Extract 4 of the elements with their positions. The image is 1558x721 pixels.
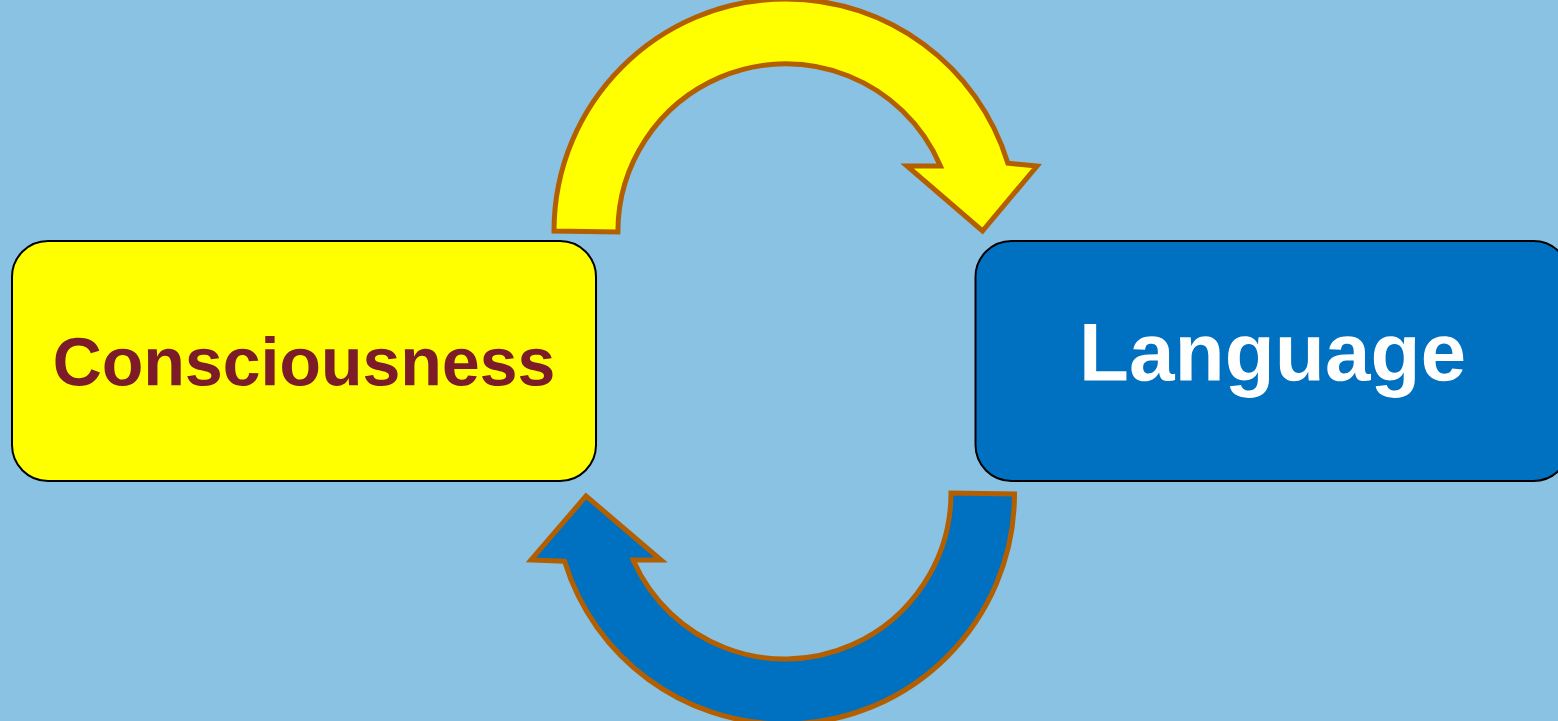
rounded-box: Language xyxy=(974,240,1558,482)
curved-arrow xyxy=(528,490,1017,721)
curved-arrow xyxy=(551,0,1040,235)
rounded-box: Consciousness xyxy=(11,240,597,482)
